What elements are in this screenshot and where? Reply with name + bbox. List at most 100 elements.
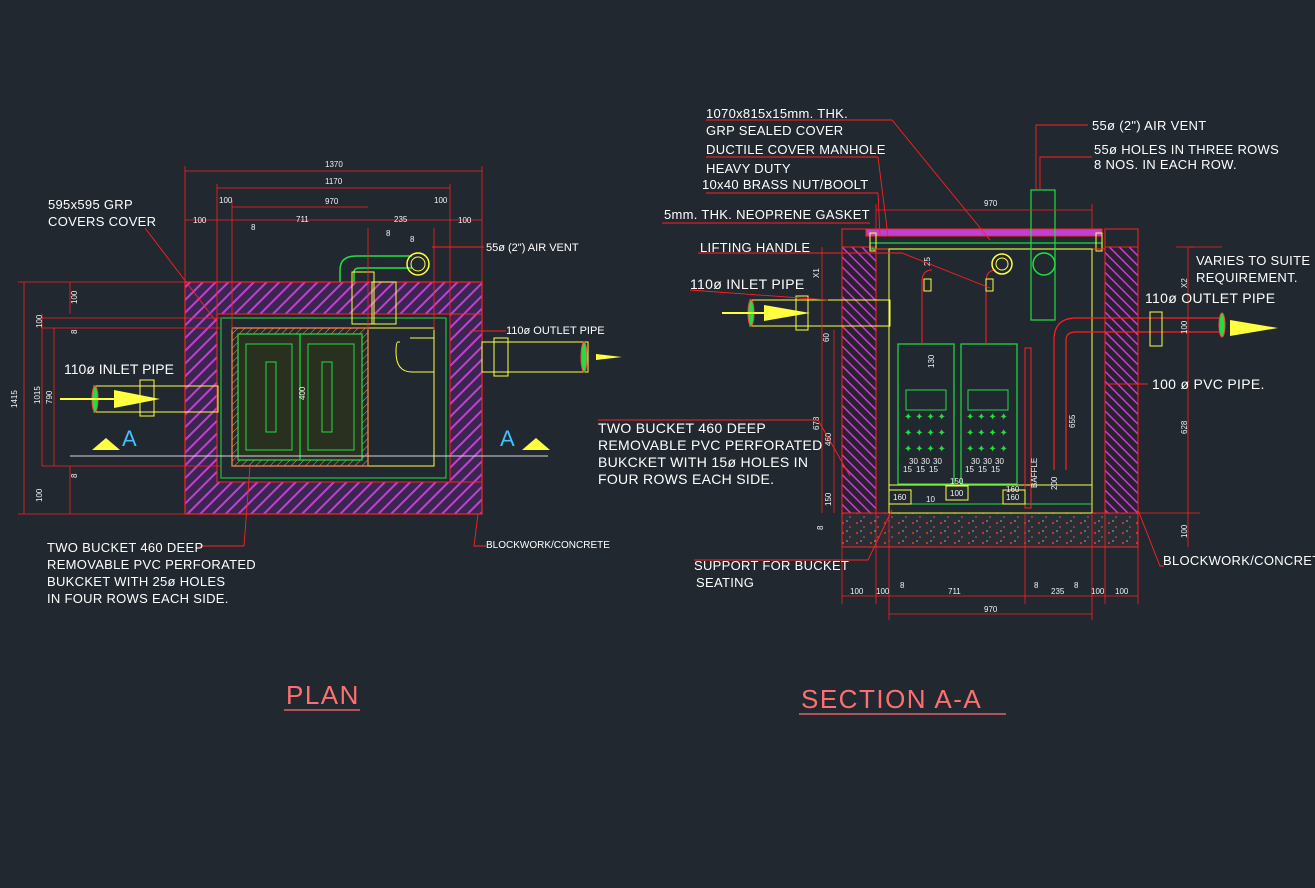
section-label-outlet: 110ø OUTLET PIPE: [1145, 290, 1275, 306]
section-base-slab: [841, 512, 1139, 548]
section-marker-right: A: [500, 426, 515, 451]
section-outlet-pipe: [1053, 317, 1222, 470]
plan-dim-1015: 1015: [33, 386, 42, 404]
plan-label-bucket-3: BUKCKET WITH 25ø HOLES: [47, 574, 225, 589]
section-outlet-arrow-icon: [1230, 320, 1278, 336]
plan-dim-100d: 100: [458, 216, 472, 225]
plan-dim-790: 790: [45, 390, 54, 404]
svg-text:✦ ✦ ✦ ✦: ✦ ✦ ✦ ✦: [966, 412, 1008, 423]
section-dim-235: 235: [1051, 587, 1065, 596]
section-label-lifting: LIFTING HANDLE: [700, 240, 810, 255]
plan-label-grp-cover-2: COVERS COVER: [48, 214, 156, 229]
section-dim-25: 25: [923, 257, 932, 266]
section-dim-8b: 8: [1034, 581, 1039, 590]
section-dim-i5: 15: [929, 465, 938, 474]
plan-label-bucket-1: TWO BUCKET 460 DEEP: [47, 540, 203, 555]
section-bucket-left: [897, 343, 955, 485]
section-label-varies-2: REQUIREMENT.: [1196, 270, 1298, 285]
section-dim-x1: X1: [812, 268, 821, 278]
plan-dim-1370: 1370: [325, 160, 343, 169]
section-dim-8a: 8: [900, 581, 905, 590]
section-baffle: [1024, 347, 1032, 509]
section-dim-i14: 100: [950, 489, 964, 498]
plan-dimensions: [18, 166, 483, 515]
plan-dim-8-top: 8: [70, 329, 79, 334]
plan-chamber-line: [220, 317, 447, 479]
section-dim-8: 8: [816, 525, 825, 530]
section-dim-100c: 100: [1091, 587, 1105, 596]
plan-air-vent-icon: [406, 252, 430, 276]
section-label-cover-5: 10x40 BRASS NUT/BOOLT: [702, 177, 868, 192]
section-dim-i16: 150: [950, 477, 964, 486]
section-marker-left-icon: [92, 438, 120, 450]
section-label-holes-2: 8 NOS. IN EACH ROW.: [1094, 157, 1237, 172]
section-label-bucket-2: REMOVABLE PVC PERFORATED: [598, 437, 823, 453]
plan-dim-100a: 100: [219, 196, 233, 205]
section-dim-i4: 15: [916, 465, 925, 474]
plan-vent-riser: [351, 271, 375, 325]
section-dim-i11: 15: [991, 465, 1000, 474]
section-view: ✦ ✦ ✦ ✦ ✦ ✦ ✦ ✦ ✦ ✦ ✦ ✦ ✦ ✦ ✦ ✦ ✦ ✦ ✦ ✦ …: [598, 106, 1315, 715]
section-dim-655: 655: [1068, 414, 1077, 428]
section-label-gasket: 5mm. THK. NEOPRENE GASKET: [664, 207, 870, 222]
section-label-cover-4: HEAVY DUTY: [706, 161, 791, 176]
svg-text:✦ ✦ ✦ ✦: ✦ ✦ ✦ ✦: [966, 428, 1008, 439]
section-dim-150: 150: [824, 492, 833, 506]
section-dim-100d: 100: [1115, 587, 1129, 596]
plan-bucket-right: [307, 343, 355, 451]
plan-bucket-dim: 400: [298, 386, 307, 400]
section-marker-left: A: [122, 426, 137, 451]
plan-title: PLAN: [286, 680, 360, 710]
section-dim-678: 678: [812, 416, 821, 430]
section-dim-628: 628: [1180, 420, 1189, 434]
svg-text:✦ ✦ ✦ ✦: ✦ ✦ ✦ ✦: [904, 412, 946, 423]
section-dim-970-top: 970: [984, 199, 998, 208]
section-label-air-vent: 55ø (2") AIR VENT: [1092, 118, 1206, 133]
section-label-cover-1: 1070x815x15mm. THK.: [706, 106, 848, 121]
section-label-support-2: SEATING: [696, 575, 754, 590]
section-inlet-arrow-icon: [764, 305, 810, 321]
section-dim-i10: 15: [978, 465, 987, 474]
section-label-cover-3: DUCTILE COVER MANHOLE: [706, 142, 886, 157]
section-bucket-holes: ✦ ✦ ✦ ✦ ✦ ✦ ✦ ✦ ✦ ✦ ✦ ✦ ✦ ✦ ✦ ✦ ✦ ✦ ✦ ✦ …: [904, 412, 1008, 455]
plan-dim-1170: 1170: [325, 177, 343, 186]
section-dim-i13: 160: [1006, 493, 1020, 502]
section-dim-i3: 15: [903, 465, 912, 474]
plan-bucket-left: [245, 343, 293, 451]
section-label-bucket-3: BUKCKET WITH 15ø HOLES IN: [598, 454, 808, 470]
section-label-holes-1: 55ø HOLES IN THREE ROWS: [1094, 142, 1279, 157]
plan-label-bucket-4: IN FOUR ROWS EACH SIDE.: [47, 591, 229, 606]
section-dim-100-upper: 100: [1180, 320, 1189, 334]
section-dim-100-lower: 100: [1180, 524, 1189, 538]
section-dim-60: 60: [822, 333, 831, 342]
plan-dim-8c: 8: [410, 235, 415, 244]
section-dim-8c: 8: [1074, 581, 1079, 590]
plan-bucket-handle-left: [265, 361, 277, 433]
section-dim-i2: 30: [933, 457, 942, 466]
plan-label-air-vent: 55ø (2") AIR VENT: [486, 242, 579, 254]
section-label-cover-2: GRP SEALED COVER: [706, 123, 844, 138]
plan-inlet-arrow-icon: [114, 390, 160, 408]
section-marker-right-icon: [522, 438, 550, 450]
section-label-support-1: SUPPORT FOR BUCKET: [694, 558, 849, 573]
section-dim-130: 130: [927, 354, 936, 368]
plan-label-outlet: 110ø OUTLET PIPE: [506, 325, 605, 337]
plan-label-inlet: 110ø INLET PIPE: [64, 361, 174, 377]
plan-dim-100-left: 100: [35, 314, 44, 328]
section-dim-100a: 100: [850, 587, 864, 596]
section-dim-200: 200: [1050, 476, 1059, 490]
plan-dim-8a: 8: [251, 223, 256, 232]
section-dim-i7: 30: [983, 457, 992, 466]
section-dimensions: [821, 204, 1222, 620]
section-dim-i15: 10: [926, 495, 935, 504]
plan-view: 400 A A: [10, 160, 622, 711]
plan-dim-970: 970: [325, 197, 339, 206]
section-dim-i1: 30: [921, 457, 930, 466]
section-label-bucket-1: TWO BUCKET 460 DEEP: [598, 420, 766, 436]
section-label-bucket-4: FOUR ROWS EACH SIDE.: [598, 471, 774, 487]
section-lifting-handle-left: [923, 278, 932, 292]
section-dim-i0: 30: [909, 457, 918, 466]
section-dim-100b: 100: [876, 587, 890, 596]
plan-outlet-pipe: [481, 341, 589, 373]
